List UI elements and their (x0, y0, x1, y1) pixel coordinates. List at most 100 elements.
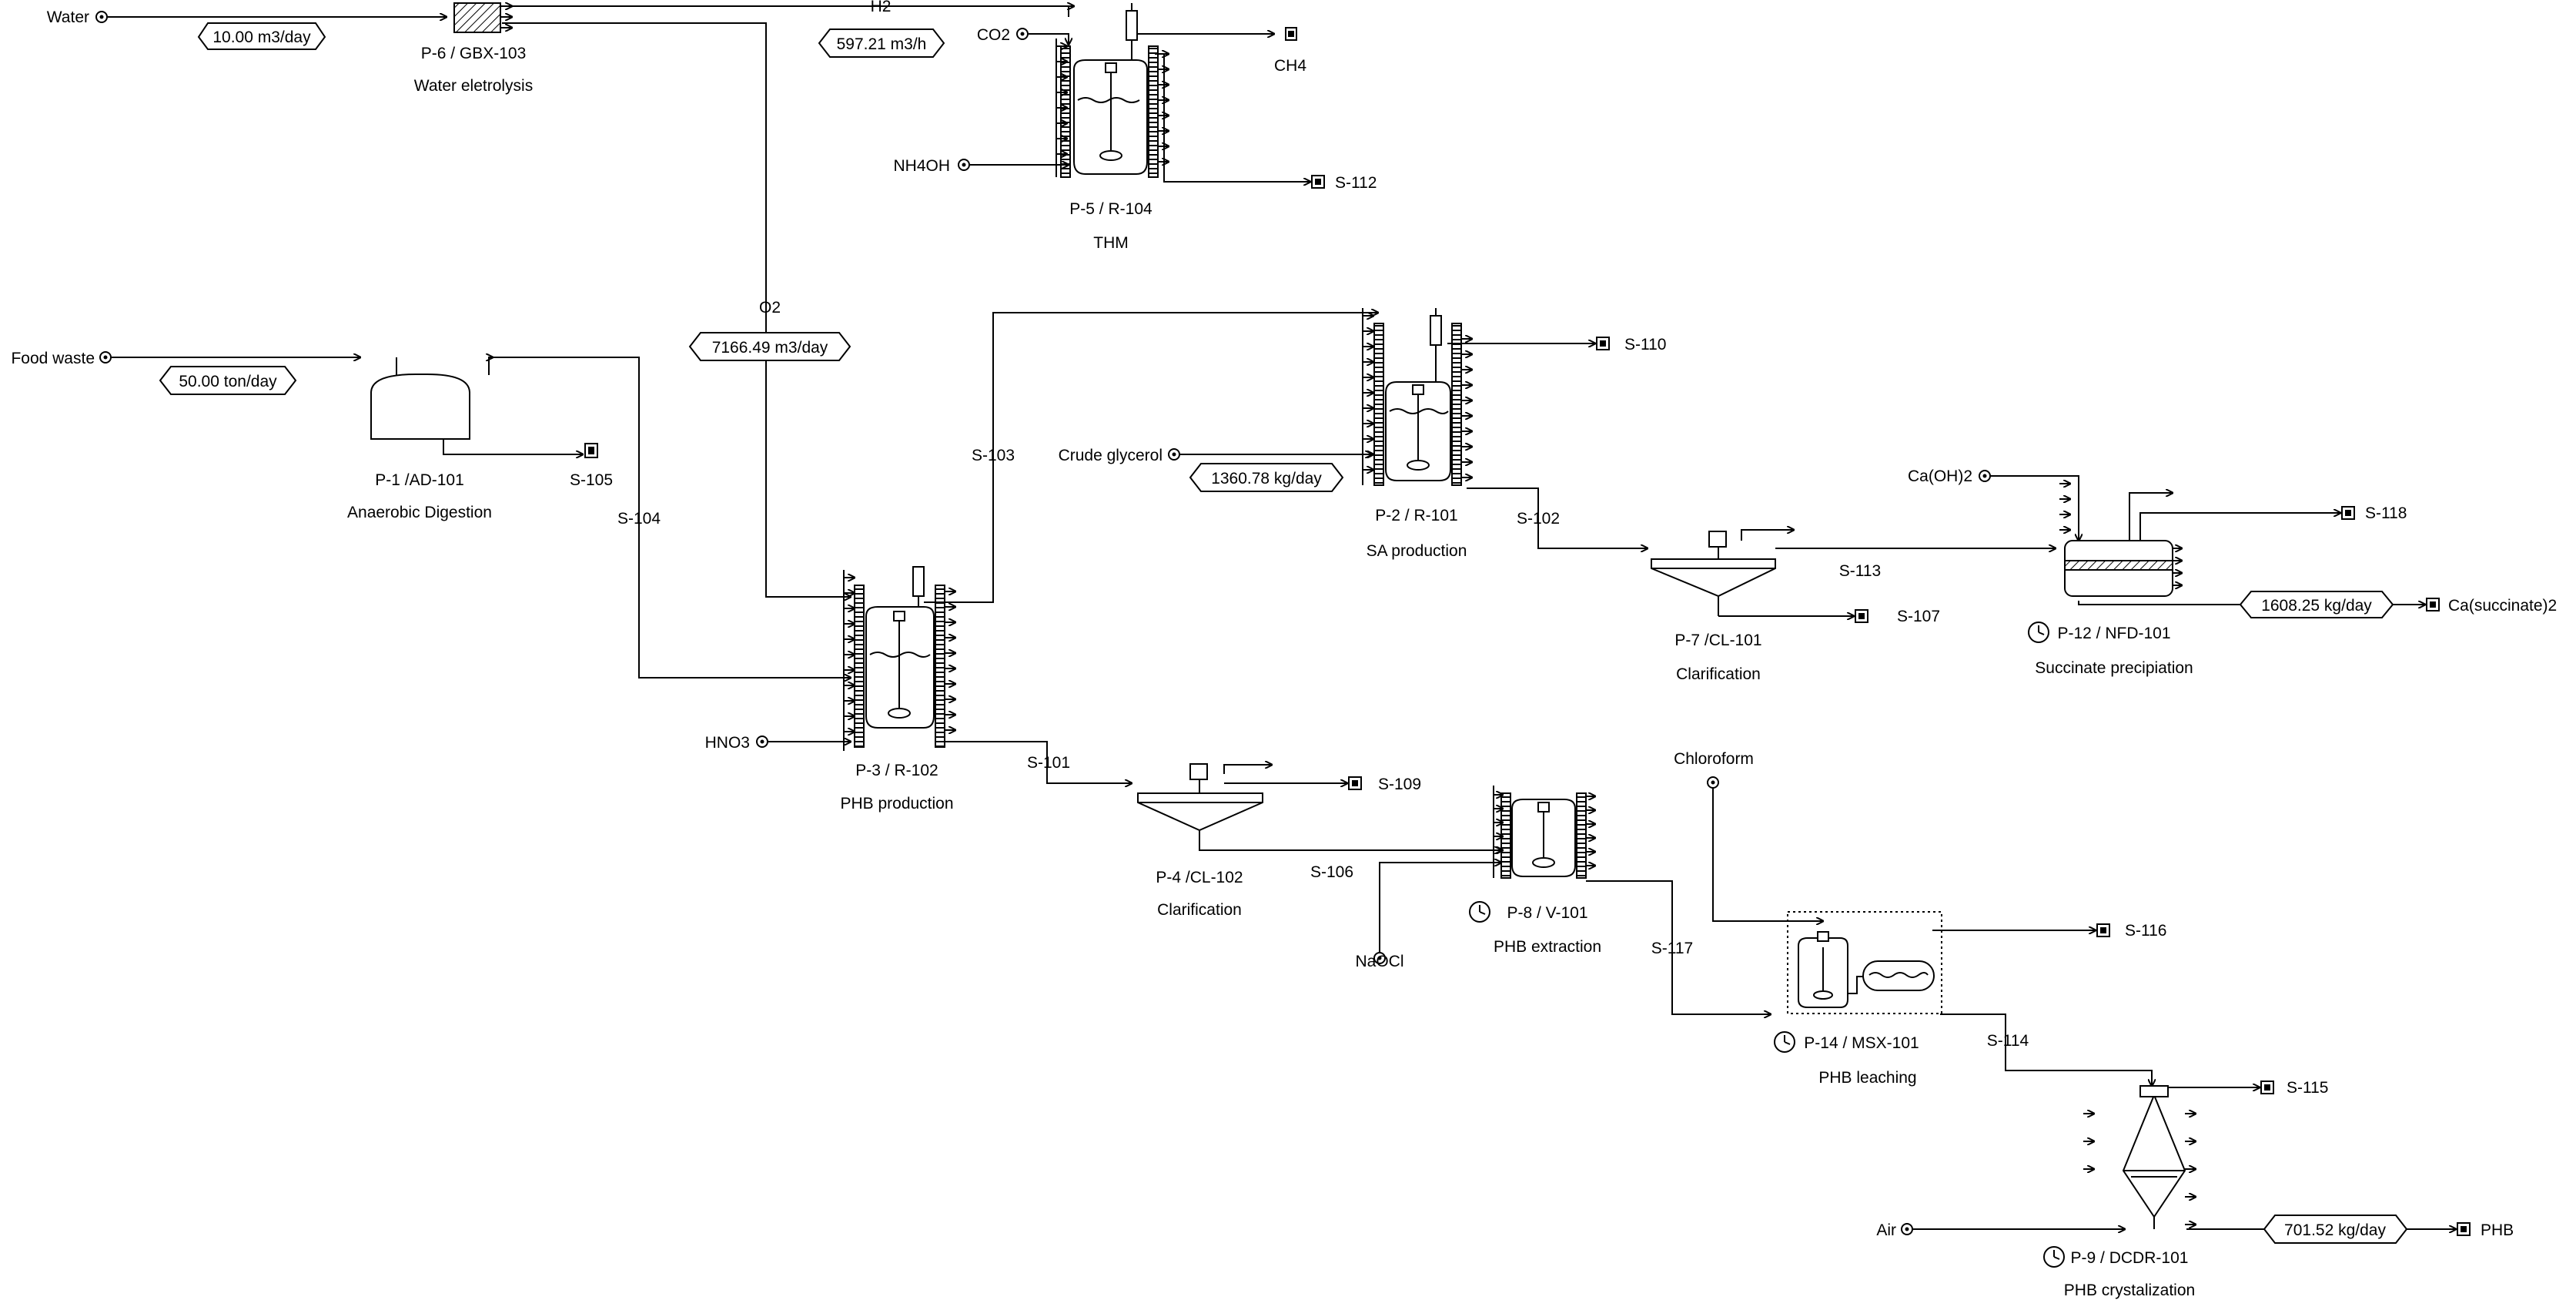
food-waste-source-icon[interactable] (99, 351, 112, 364)
s102-line[interactable] (1467, 488, 1648, 548)
filter-dryer-p12[interactable] (2064, 540, 2173, 597)
naocl-line[interactable] (1379, 863, 1501, 952)
reactor-p3[interactable] (843, 566, 945, 751)
clarifier-p7[interactable] (1651, 531, 1776, 616)
s118-line[interactable] (2139, 513, 2340, 541)
chloroform-line[interactable] (1712, 782, 1823, 921)
water-source-icon[interactable] (95, 11, 108, 23)
schedule-clock-icon (2028, 622, 2049, 643)
mixer-settler-p14[interactable] (1787, 911, 1942, 1014)
crystallizer-p9[interactable] (2122, 1085, 2186, 1229)
stream-label-air: Air (1876, 1221, 1896, 1239)
o2-line[interactable] (502, 22, 851, 597)
stream-label-water: Water (47, 8, 89, 26)
caoh2-line[interactable] (1991, 475, 2079, 541)
reactor-p2[interactable] (1362, 308, 1462, 486)
unit-desc-p6: Water eletrolysis (414, 77, 533, 95)
schedule-clock-icon (1469, 901, 1490, 923)
flow-tag-o2[interactable]: 7166.49 m3/day (688, 332, 851, 361)
unit-id-p2: P-2 / R-101 (1375, 507, 1457, 524)
ca-succinate-sink-icon[interactable] (2426, 598, 2440, 611)
stream-label-s103: S-103 (972, 447, 1015, 464)
clarifier-p4[interactable] (1137, 763, 1263, 850)
s110-sink-icon[interactable] (1596, 337, 1610, 350)
s117-line[interactable] (1586, 880, 1771, 1014)
flow-tag-crude-glycerol-text: 1360.78 kg/day (1211, 470, 1322, 488)
flow-tag-h2[interactable]: 597.21 m3/h (818, 28, 945, 58)
stream-label-phb: PHB (2481, 1221, 2514, 1239)
s106-line[interactable] (1199, 839, 1501, 850)
s112-sink-icon[interactable] (1311, 175, 1325, 189)
flow-tag-food-waste[interactable]: 50.00 ton/day (159, 366, 297, 395)
s104-top[interactable] (489, 357, 493, 375)
nh4oh-source-icon[interactable] (958, 159, 970, 171)
digester-p1[interactable] (370, 374, 470, 440)
flow-tag-ca-succinate[interactable]: 1608.25 kg/day (2239, 591, 2394, 618)
flow-tag-food-waste-text: 50.00 ton/day (179, 373, 277, 390)
ch4-sink-icon[interactable] (1285, 27, 1297, 41)
s114-line[interactable] (1940, 1014, 2152, 1086)
unit-desc-p5: THM (1093, 234, 1129, 252)
unit-id-p3: P-3 / R-102 (855, 762, 938, 779)
vessel-p8[interactable] (1493, 786, 1587, 879)
stream-label-s118: S-118 (2365, 504, 2407, 522)
flow-tag-crude-glycerol[interactable]: 1360.78 kg/day (1189, 463, 1344, 492)
stream-label-o2: O2 (759, 299, 781, 317)
stream-label-hno3: HNO3 (705, 734, 750, 752)
unit-id-p8: P-8 / V-101 (1507, 904, 1587, 922)
equipment-port-arrows (844, 46, 2196, 1225)
s105-line[interactable] (443, 439, 583, 454)
flow-tag-ca-succinate-text: 1608.25 kg/day (2261, 597, 2372, 615)
s105-sink-icon[interactable] (584, 443, 598, 458)
s118-sink-icon[interactable] (2341, 506, 2355, 520)
stream-label-co2: CO2 (977, 26, 1010, 44)
co2-line[interactable] (1029, 33, 1069, 45)
naocl-source-icon[interactable] (1373, 952, 1386, 964)
caoh2-source-icon[interactable] (1979, 470, 1991, 482)
unit-id-p1: P-1 /AD-101 (375, 471, 464, 489)
p4-overhead[interactable] (1223, 765, 1272, 774)
reactor-p5[interactable] (1055, 3, 1159, 178)
flow-tag-phb[interactable]: 701.52 kg/day (2263, 1215, 2408, 1244)
p12-overhead[interactable] (2129, 493, 2173, 541)
stream-label-s110: S-110 (1624, 336, 1666, 353)
s104-line[interactable] (493, 357, 851, 678)
unit-desc-p4: Clarification (1157, 901, 1242, 919)
air-source-icon[interactable] (1901, 1223, 1913, 1235)
stream-label-s115: S-115 (2287, 1079, 2328, 1097)
stream-label-caoh2: Ca(OH)2 (1908, 467, 1972, 485)
hno3-source-icon[interactable] (756, 735, 768, 748)
schedule-clock-icon (2043, 1246, 2065, 1268)
stream-label-s117: S-117 (1651, 940, 1693, 957)
stream-label-s101: S-101 (1027, 754, 1070, 772)
stream-lines (108, 6, 2456, 1229)
terminals (95, 11, 2471, 1236)
stream-label-s105: S-105 (570, 471, 613, 489)
s101-line[interactable] (938, 741, 1132, 783)
s107-sink-icon[interactable] (1855, 609, 1868, 623)
crude-glycerol-source-icon[interactable] (1168, 448, 1180, 461)
s115-sink-icon[interactable] (2260, 1081, 2274, 1094)
s116-sink-icon[interactable] (2096, 923, 2110, 937)
unit-desc-p7: Clarification (1676, 665, 1761, 683)
stream-label-s116: S-116 (2125, 922, 2166, 940)
stream-label-s107: S-107 (1897, 608, 1940, 625)
flow-tag-water[interactable]: 10.00 m3/day (197, 22, 326, 50)
chloroform-source-icon[interactable] (1707, 776, 1719, 789)
electrolyzer-p6[interactable] (453, 2, 512, 33)
p7-overhead[interactable] (1741, 530, 1794, 541)
co2-source-icon[interactable] (1016, 28, 1029, 40)
unit-id-p7: P-7 /CL-101 (1674, 632, 1761, 649)
stream-label-s106: S-106 (1310, 863, 1353, 881)
flow-tag-phb-text: 701.52 kg/day (2284, 1221, 2386, 1239)
stream-label-s104: S-104 (617, 510, 661, 528)
unit-desc-p1: Anaerobic Digestion (347, 504, 492, 521)
s103-line[interactable] (924, 313, 1378, 603)
phb-sink-icon[interactable] (2457, 1222, 2471, 1236)
flow-tag-water-text: 10.00 m3/day (212, 28, 311, 46)
unit-desc-p2: SA production (1367, 542, 1467, 560)
s109-sink-icon[interactable] (1348, 776, 1362, 790)
stream-label-ca-succinate: Ca(succinate)2 (2448, 597, 2557, 615)
unit-id-p6: P-6 / GBX-103 (421, 45, 527, 62)
